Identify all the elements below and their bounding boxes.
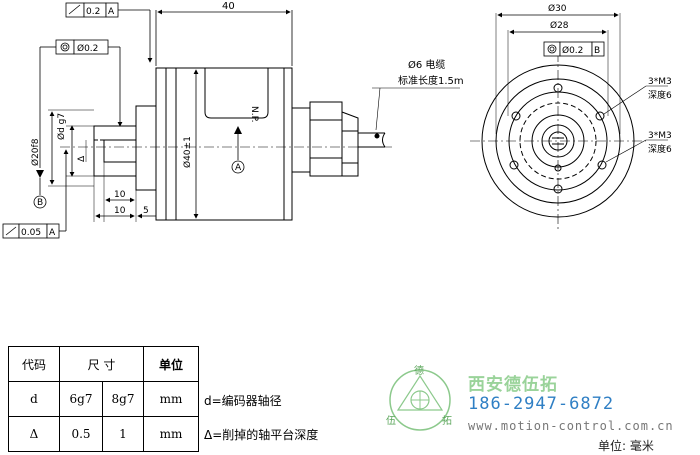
tol-concentric-value: Ø0.2	[77, 43, 98, 54]
tol-frame-runout-top	[65, 2, 153, 63]
np-label: N.P.	[249, 106, 259, 122]
tol-face-runout-value: Ø0.2	[562, 45, 583, 56]
dim-30-label: Ø30	[548, 3, 567, 14]
nameplate-window	[204, 68, 269, 119]
row-value-1: 0.5	[59, 416, 103, 452]
dim-bottom-lengths	[93, 162, 156, 222]
tol-face-runout-datum: B	[594, 46, 600, 56]
cable-length-label: 标准长度1.5m	[398, 74, 464, 87]
dim-front-diameters	[495, 12, 621, 134]
shaft	[93, 125, 137, 177]
note-d: d=编码器轴径	[204, 394, 282, 408]
dim-length-40	[155, 9, 293, 66]
cable-gland-tip	[341, 111, 359, 177]
company-phone: 186-2947-6872	[468, 394, 615, 414]
cable-gland-nut	[309, 101, 343, 177]
hole-depth-2: 深度6	[648, 143, 672, 155]
hole-label-2: 3*M3	[648, 131, 672, 141]
spec-table: 代码 尺 寸 单位 d 6g7 8g7 mm Δ 0.5 1 mm	[8, 346, 199, 452]
row-code: Δ	[8, 416, 60, 452]
mount-hole-5	[553, 83, 563, 93]
table-row: d 6g7 8g7 mm	[8, 381, 199, 417]
dim-body-dia-label: Ø40±1	[182, 136, 193, 168]
company-logo: 德 伍 拓	[386, 364, 452, 431]
dim-28-label: Ø28	[550, 20, 569, 31]
logo-char-3: 拓	[442, 415, 452, 427]
mount-hole-6	[553, 184, 563, 194]
row-unit: mm	[143, 381, 199, 417]
datum-b-circle	[33, 195, 47, 209]
delta-symbol: Δ	[77, 155, 87, 162]
tol-frame-face-runout	[543, 41, 605, 57]
row-unit: mm	[143, 416, 199, 452]
mount-hole-2	[595, 111, 605, 121]
hole-depth-1: 深度6	[648, 89, 672, 101]
header-size: 尺 寸	[59, 346, 144, 382]
note-delta: Δ=削掉的轴平台深度	[204, 428, 319, 442]
row-code: d	[8, 381, 60, 417]
row-value-2: 8g7	[102, 381, 144, 417]
mount-hole-7	[554, 164, 562, 172]
table-row: Δ 0.5 1 mm	[8, 416, 199, 452]
cable-label: Ø6 电缆	[408, 58, 445, 71]
datum-a-triangle	[234, 126, 242, 134]
tol-frame-concentricity	[39, 39, 123, 168]
tol-runout-top-value: 0.2	[86, 7, 100, 17]
datum-a-circle	[231, 160, 245, 174]
datum-b-label: B	[37, 198, 43, 208]
tol-runout-bottom-value: 0.05	[21, 228, 41, 238]
shaft-flat	[103, 139, 137, 163]
logo-char-2: 伍	[386, 415, 396, 427]
dim-10-lower: 10	[114, 206, 126, 216]
company-name: 西安德伍拓	[468, 375, 558, 395]
hole-label-1: 3*M3	[648, 77, 672, 87]
mount-hole-3	[509, 160, 519, 170]
unit-label: 单位: 毫米	[598, 439, 654, 453]
dim-shaft-diameters	[48, 109, 94, 187]
dim-d-label: Ød g7	[56, 113, 67, 140]
side-view	[60, 67, 392, 221]
datum-a-label: A	[235, 163, 242, 173]
logo-char-1: 德	[414, 364, 424, 377]
dim-shaft-dia-label: Ø20f8	[30, 138, 41, 166]
company-website[interactable]: www.motion-control.com.cn	[468, 419, 674, 433]
front-flange	[135, 105, 157, 191]
mount-hole-1	[511, 111, 521, 121]
row-value-1: 6g7	[59, 381, 103, 417]
datum-b-triangle	[36, 170, 44, 178]
mount-hole-4	[597, 160, 607, 170]
table-header-row: 代码 尺 寸 单位	[8, 346, 199, 382]
dim-5: 5	[143, 206, 149, 216]
tol-frame-runout-bottom	[2, 149, 69, 239]
cable-gland-base	[291, 107, 311, 173]
encoder-technical-drawing: 40 0.2 A Ø0.2 B Ø20f8 Ød g7 Δ	[2, 1, 672, 239]
tol-runout-top-datum: A	[108, 7, 115, 17]
header-unit: 单位	[143, 346, 199, 382]
tol-runout-bottom-datum: A	[49, 228, 56, 238]
dim-length-label: 40	[222, 1, 235, 12]
dim-10-upper: 10	[114, 190, 126, 200]
row-value-2: 1	[102, 416, 144, 452]
front-view	[470, 52, 646, 230]
header-code: 代码	[8, 346, 60, 382]
